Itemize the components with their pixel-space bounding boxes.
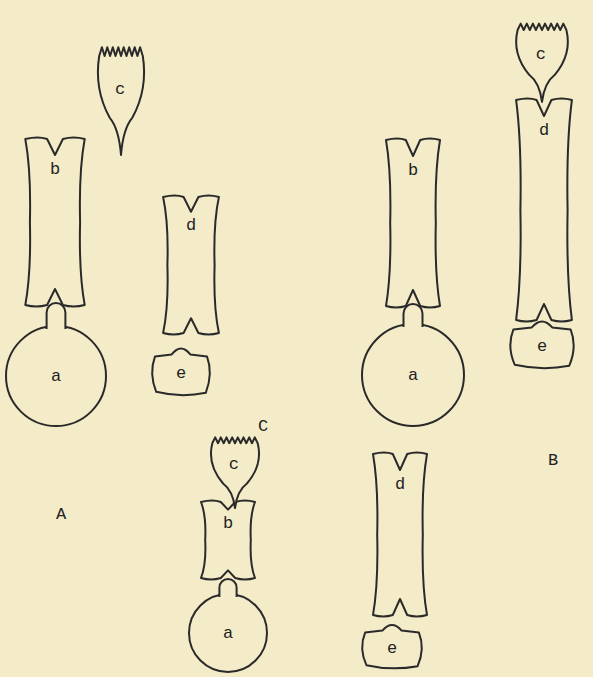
bone-figure: d xyxy=(160,195,222,335)
bone-figure: b xyxy=(22,137,88,307)
figure-outline xyxy=(95,45,147,155)
blob-figure: e xyxy=(508,318,576,370)
circle-outline xyxy=(6,326,106,426)
bone-figure: b xyxy=(383,138,443,308)
figure-outline xyxy=(4,302,108,428)
blob-figure: e xyxy=(360,622,424,670)
circle-figure: a xyxy=(360,303,466,428)
bone-figure: d xyxy=(370,452,430,617)
part-letter: e xyxy=(387,640,397,657)
cup-outline xyxy=(211,437,259,508)
panel-label: A xyxy=(56,506,66,523)
part-letter: b xyxy=(408,162,418,179)
bone-outline xyxy=(25,138,84,307)
part-letter: a xyxy=(223,625,233,642)
figure-outline xyxy=(198,500,258,580)
circle-outline xyxy=(189,594,267,672)
part-letter: a xyxy=(408,367,418,384)
part-letter: c xyxy=(115,81,125,98)
bone-outline xyxy=(373,453,427,617)
part-letter: a xyxy=(51,368,61,385)
part-letter: c xyxy=(536,46,546,63)
cup-outline xyxy=(516,24,568,102)
blob-outline xyxy=(510,321,573,368)
figure-outline xyxy=(160,195,222,335)
bone-figure: d xyxy=(513,98,575,322)
part-letter: b xyxy=(50,161,60,178)
cup-outline xyxy=(98,47,144,155)
bone-figure: b xyxy=(198,500,258,580)
part-letter: b xyxy=(223,515,233,532)
circle-figure: a xyxy=(4,302,108,428)
circle-figure: a xyxy=(180,578,276,674)
blob-figure: e xyxy=(150,345,212,397)
bone-outline xyxy=(201,501,255,580)
circle-knob xyxy=(219,579,236,597)
cup-figure: c xyxy=(513,22,571,102)
part-letter: e xyxy=(537,338,547,355)
circle-knob xyxy=(404,304,423,327)
bone-outline xyxy=(386,139,440,308)
circle-outline xyxy=(362,324,464,426)
cup-figure: c xyxy=(208,436,262,508)
panel-label: B xyxy=(548,452,558,469)
figure-outline xyxy=(360,303,466,428)
part-letter: c xyxy=(229,456,239,473)
part-letter: e xyxy=(176,365,186,382)
bone-outline xyxy=(163,196,219,335)
part-letter: d xyxy=(186,217,196,234)
circle-knob xyxy=(47,303,66,329)
part-letter: d xyxy=(539,122,549,139)
bone-outline xyxy=(516,99,572,322)
part-letter: d xyxy=(395,476,405,493)
blob-outline xyxy=(152,348,210,395)
cup-figure: c xyxy=(95,45,147,155)
panel-label: C xyxy=(258,418,268,435)
blob-outline xyxy=(362,625,422,668)
